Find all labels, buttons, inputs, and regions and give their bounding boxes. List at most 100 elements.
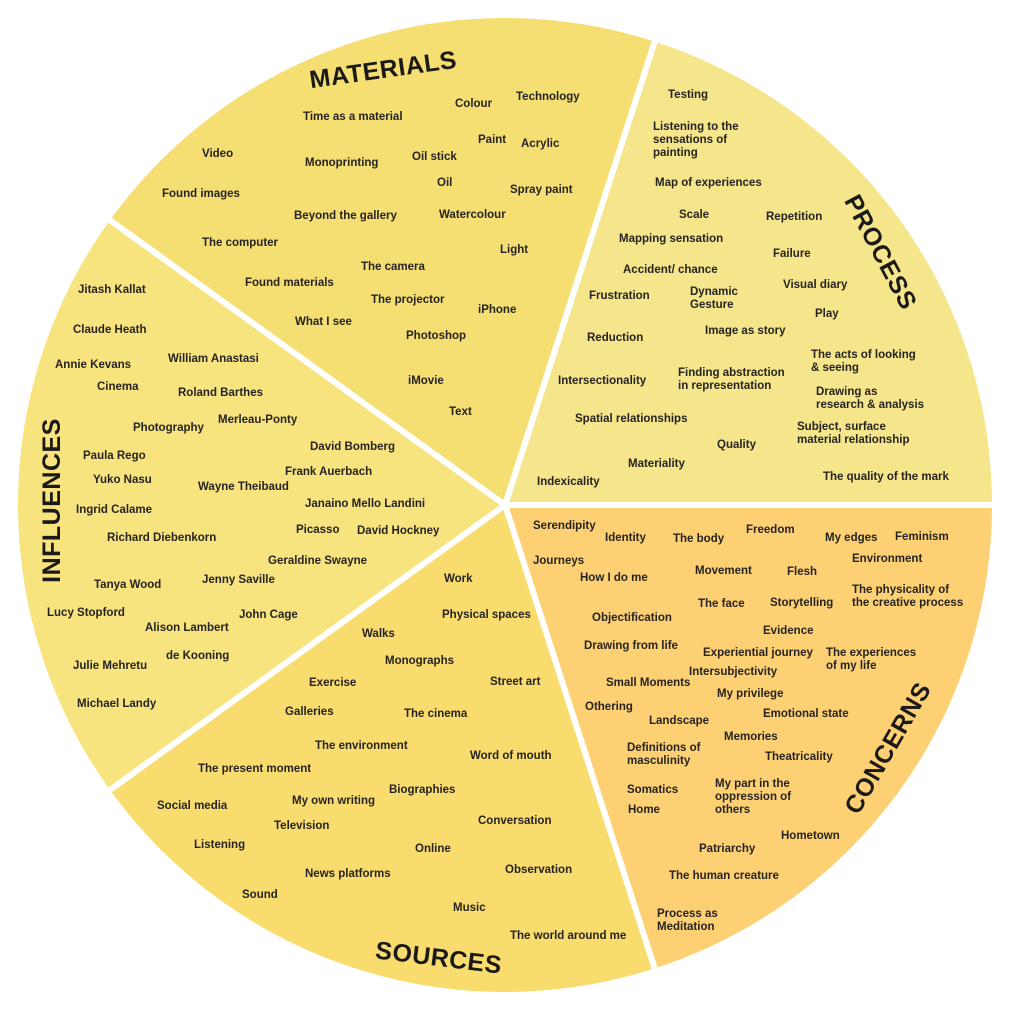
influences-item: Jitash Kallat — [78, 284, 146, 296]
influences-item: Photography — [133, 422, 204, 434]
concerns-item: Landscape — [649, 715, 710, 727]
sources-item: News platforms — [305, 868, 391, 880]
materials-item: What I see — [295, 316, 352, 328]
concerns-item: Environment — [852, 553, 923, 565]
influences-item: Annie Kevans — [55, 359, 132, 371]
sources-item: The cinema — [404, 708, 468, 720]
concerns-item: Patriarchy — [699, 843, 756, 855]
influences-item: Merleau-Ponty — [218, 414, 298, 426]
sources-item: Walks — [362, 628, 395, 640]
materials-item: The projector — [371, 294, 445, 306]
influences-item: Tanya Wood — [94, 579, 162, 591]
segment-process — [502, 35, 998, 508]
sources-item: Exercise — [309, 677, 357, 689]
sources-item: Work — [444, 573, 473, 585]
concerns-item: Feminism — [895, 531, 949, 543]
materials-item: iMovie — [408, 375, 444, 387]
influences-item: Geraldine Swayne — [268, 555, 368, 567]
concerns-item: Othering — [585, 701, 633, 713]
sources-item: Listening — [194, 839, 246, 851]
concerns-item: How I do me — [580, 572, 648, 584]
process-item: Map of experiences — [655, 177, 762, 189]
influences-item: Lucy Stopford — [47, 607, 125, 619]
concerns-item: Memories — [724, 731, 778, 743]
concerns-item: The body — [673, 533, 725, 545]
sources-item: Sound — [242, 889, 278, 901]
influences-item: Wayne Theibaud — [198, 481, 289, 493]
process-item: Testing — [668, 89, 709, 101]
segment-concerns — [502, 502, 998, 975]
concerns-item: Journeys — [533, 555, 585, 567]
materials-item: Paint — [478, 134, 507, 146]
sources-item: Social media — [157, 800, 228, 812]
segment-title-influences: INFLUENCES — [37, 417, 66, 583]
process-item: Drawing as research & analysis — [816, 386, 925, 411]
influences-item: Paula Rego — [83, 450, 146, 462]
process-item: Image as story — [705, 325, 786, 337]
concerns-item: Intersubjectivity — [689, 666, 778, 678]
concerns-item: Definitions of masculinity — [627, 742, 701, 767]
concerns-item: Serendipity — [533, 520, 596, 532]
segment-influences — [12, 215, 508, 795]
concerns-item: Theatricality — [765, 751, 833, 763]
process-item: Subject, surface material relationship — [797, 421, 910, 446]
sources-item: The world around me — [510, 930, 627, 942]
materials-item: Video — [202, 148, 234, 160]
materials-item: The camera — [361, 261, 425, 273]
materials-item: Found images — [162, 188, 240, 200]
materials-item: Photoshop — [406, 330, 467, 342]
influences-item: David Bomberg — [310, 441, 395, 453]
materials-item: Spray paint — [510, 184, 573, 196]
concerns-item: The human creature — [669, 870, 779, 882]
materials-item: Monoprinting — [305, 157, 379, 169]
influences-item: William Anastasi — [168, 353, 259, 365]
process-item: Failure — [773, 248, 811, 260]
sources-item: Monographs — [385, 655, 454, 667]
concerns-item: Process as Meditation — [657, 908, 718, 933]
concerns-item: Somatics — [627, 784, 679, 796]
concerns-item: Movement — [695, 565, 752, 577]
materials-item: Found materials — [245, 277, 334, 289]
concerns-item: Home — [628, 804, 660, 816]
process-item: Dynamic Gesture — [690, 286, 738, 311]
sources-item: Galleries — [285, 706, 334, 718]
sources-item: Online — [415, 843, 451, 855]
process-item: Scale — [679, 209, 710, 221]
process-item: Reduction — [587, 332, 644, 344]
materials-item: Colour — [455, 98, 493, 110]
materials-item: Text — [449, 406, 472, 418]
sources-item: Music — [453, 902, 486, 914]
influences-item: Claude Heath — [73, 324, 147, 336]
concerns-item: Freedom — [746, 524, 795, 536]
process-item: Finding abstraction in representation — [678, 367, 785, 392]
process-item: Repetition — [766, 211, 823, 223]
segment-materials — [104, 12, 659, 508]
sources-item: Street art — [490, 676, 541, 688]
process-item: Accident/ chance — [623, 264, 718, 276]
segment-sources — [104, 502, 659, 998]
materials-item: Beyond the gallery — [294, 210, 397, 222]
concerns-item: Hometown — [781, 830, 840, 842]
sources-item: Observation — [505, 864, 573, 876]
sources-item: The present moment — [198, 763, 312, 775]
materials-item: Technology — [516, 91, 580, 103]
process-item: Mapping sensation — [619, 233, 724, 245]
materials-item: iPhone — [478, 304, 517, 316]
concerns-item: Small Moments — [606, 677, 691, 689]
influences-item: Michael Landy — [77, 698, 157, 710]
process-item: Intersectionality — [558, 375, 647, 387]
sources-item: Television — [274, 820, 330, 832]
materials-item: Time as a material — [303, 111, 403, 123]
influences-item: John Cage — [239, 609, 298, 621]
influences-item: de Kooning — [166, 650, 230, 662]
influences-item: Janaino Mello Landini — [305, 498, 426, 510]
influences-item: David Hockney — [357, 525, 440, 537]
process-item: Materiality — [628, 458, 685, 470]
concerns-item: The physicality of the creative process — [852, 584, 964, 609]
concerns-item: The face — [698, 598, 745, 610]
materials-item: Watercolour — [439, 209, 506, 221]
process-item: Indexicality — [537, 476, 600, 488]
concerns-item: Identity — [605, 532, 646, 544]
